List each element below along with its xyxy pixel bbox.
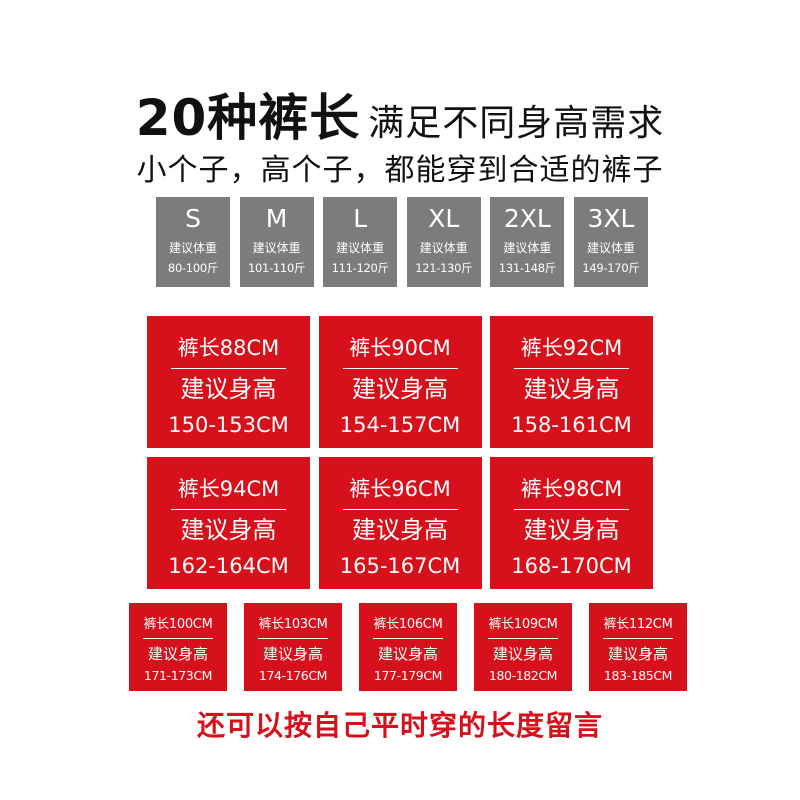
pant-length: 裤长106CM (373, 617, 443, 632)
size-card-m: M 建议体重 101-110斤 (239, 197, 314, 287)
length-row-1: 裤长88CM 建议身高 150-153CM 裤长90CM 建议身高 154-15… (147, 316, 653, 448)
height-caption: 建议身高 (352, 516, 448, 544)
size-card-3xl: 3XL 建议体重 149-170斤 (573, 197, 648, 287)
length-card-103: 裤长103CM 建议身高 174-176CM (244, 603, 342, 691)
footer-note: 还可以按自己平时穿的长度留言 (196, 709, 603, 742)
pant-length: 裤长88CM (177, 336, 280, 360)
height-range: 180-182CM (488, 668, 558, 683)
length-card-98: 裤长98CM 建议身高 168-170CM (490, 457, 653, 589)
weight-range: 149-170斤 (582, 261, 640, 275)
pant-length: 裤长96CM (349, 477, 451, 501)
divider (603, 638, 673, 639)
weight-caption: 建议体重 (252, 241, 301, 255)
size-label: 3XL (587, 204, 635, 233)
height-range: 174-176CM (258, 668, 328, 683)
length-card-109: 裤长109CM 建议身高 180-182CM (474, 603, 572, 691)
height-range: 171-173CM (143, 668, 213, 683)
title-bold: 20种裤长 (135, 89, 361, 147)
length-card-88: 裤长88CM 建议身高 150-153CM (147, 316, 310, 448)
height-range: 150-153CM (168, 413, 289, 437)
weight-range: 121-130斤 (415, 261, 473, 275)
pant-length: 裤长98CM (520, 477, 623, 501)
height-caption: 建议身高 (147, 645, 208, 663)
divider (171, 509, 286, 510)
size-label: L (353, 204, 368, 233)
height-caption: 建议身高 (607, 645, 668, 663)
length-card-106: 裤长106CM 建议身高 177-179CM (359, 603, 457, 691)
size-card-l: L 建议体重 111-120斤 (323, 197, 398, 287)
weight-range: 131-148斤 (498, 261, 556, 275)
pant-length: 裤长94CM (177, 477, 280, 501)
height-range: 168-170CM (511, 554, 632, 578)
weight-caption: 建议体重 (336, 241, 385, 255)
height-range: 165-167CM (339, 554, 461, 578)
length-row-3: 裤长100CM 建议身高 171-173CM 裤长103CM 建议身高 174-… (129, 603, 687, 691)
size-label: 2XL (503, 204, 551, 233)
weight-caption: 建议体重 (503, 241, 552, 255)
height-caption: 建议身高 (523, 516, 620, 544)
divider (342, 368, 458, 369)
height-caption: 建议身高 (377, 645, 438, 663)
length-card-92: 裤长92CM 建议身高 158-161CM (490, 316, 653, 448)
pant-length: 裤长103CM (258, 617, 328, 632)
page-title: 20种裤长满足不同身高需求 (0, 78, 800, 150)
pant-length: 裤长112CM (603, 617, 673, 632)
length-card-90: 裤长90CM 建议身高 154-157CM (318, 316, 482, 448)
height-range: 162-164CM (168, 554, 289, 578)
height-caption: 建议身高 (180, 516, 277, 544)
size-card-2xl: 2XL 建议体重 131-148斤 (490, 197, 565, 287)
divider (143, 638, 213, 639)
length-card-94: 裤长94CM 建议身高 162-164CM (147, 457, 310, 589)
size-chart: S 建议体重 80-100斤 M 建议体重 101-110斤 L 建议体重 11… (156, 197, 648, 287)
divider (514, 368, 629, 369)
length-card-96: 裤长96CM 建议身高 165-167CM (318, 457, 482, 589)
weight-caption: 建议体重 (168, 241, 217, 255)
weight-caption: 建议体重 (586, 241, 635, 255)
length-row-2: 裤长94CM 建议身高 162-164CM 裤长96CM 建议身高 165-16… (147, 457, 653, 589)
divider (342, 509, 458, 510)
height-caption: 建议身高 (180, 375, 277, 403)
pant-length: 裤长92CM (520, 336, 623, 360)
height-range: 177-179CM (373, 668, 443, 683)
size-card-s: S 建议体重 80-100斤 (156, 197, 230, 287)
length-card-112: 裤长112CM 建议身高 183-185CM (589, 603, 687, 691)
pant-length: 裤长90CM (349, 336, 451, 360)
weight-range: 101-110斤 (248, 261, 306, 275)
height-caption: 建议身高 (492, 645, 553, 663)
divider (258, 638, 328, 639)
height-caption: 建议身高 (523, 375, 620, 403)
size-label: XL (428, 204, 460, 233)
divider (171, 368, 286, 369)
length-card-100: 裤长100CM 建议身高 171-173CM (129, 603, 227, 691)
height-range: 183-185CM (603, 668, 673, 683)
pant-length: 裤长109CM (488, 617, 558, 632)
size-card-xl: XL 建议体重 121-130斤 (406, 197, 481, 287)
weight-range: 80-100斤 (167, 261, 219, 275)
title-rest: 满足不同身高需求 (368, 103, 665, 144)
divider (488, 638, 558, 639)
height-caption: 建议身高 (262, 645, 323, 663)
divider (373, 638, 443, 639)
pant-length: 裤长100CM (143, 617, 213, 632)
weight-range: 111-120斤 (331, 261, 389, 275)
divider (514, 509, 629, 510)
size-label: S (185, 204, 201, 233)
height-caption: 建议身高 (352, 375, 448, 403)
size-label: M (265, 204, 288, 233)
weight-caption: 建议体重 (419, 241, 468, 255)
page-subtitle: 小个子，高个子，都能穿到合适的裤子 (136, 153, 664, 188)
height-range: 154-157CM (339, 413, 461, 437)
height-range: 158-161CM (511, 413, 632, 437)
